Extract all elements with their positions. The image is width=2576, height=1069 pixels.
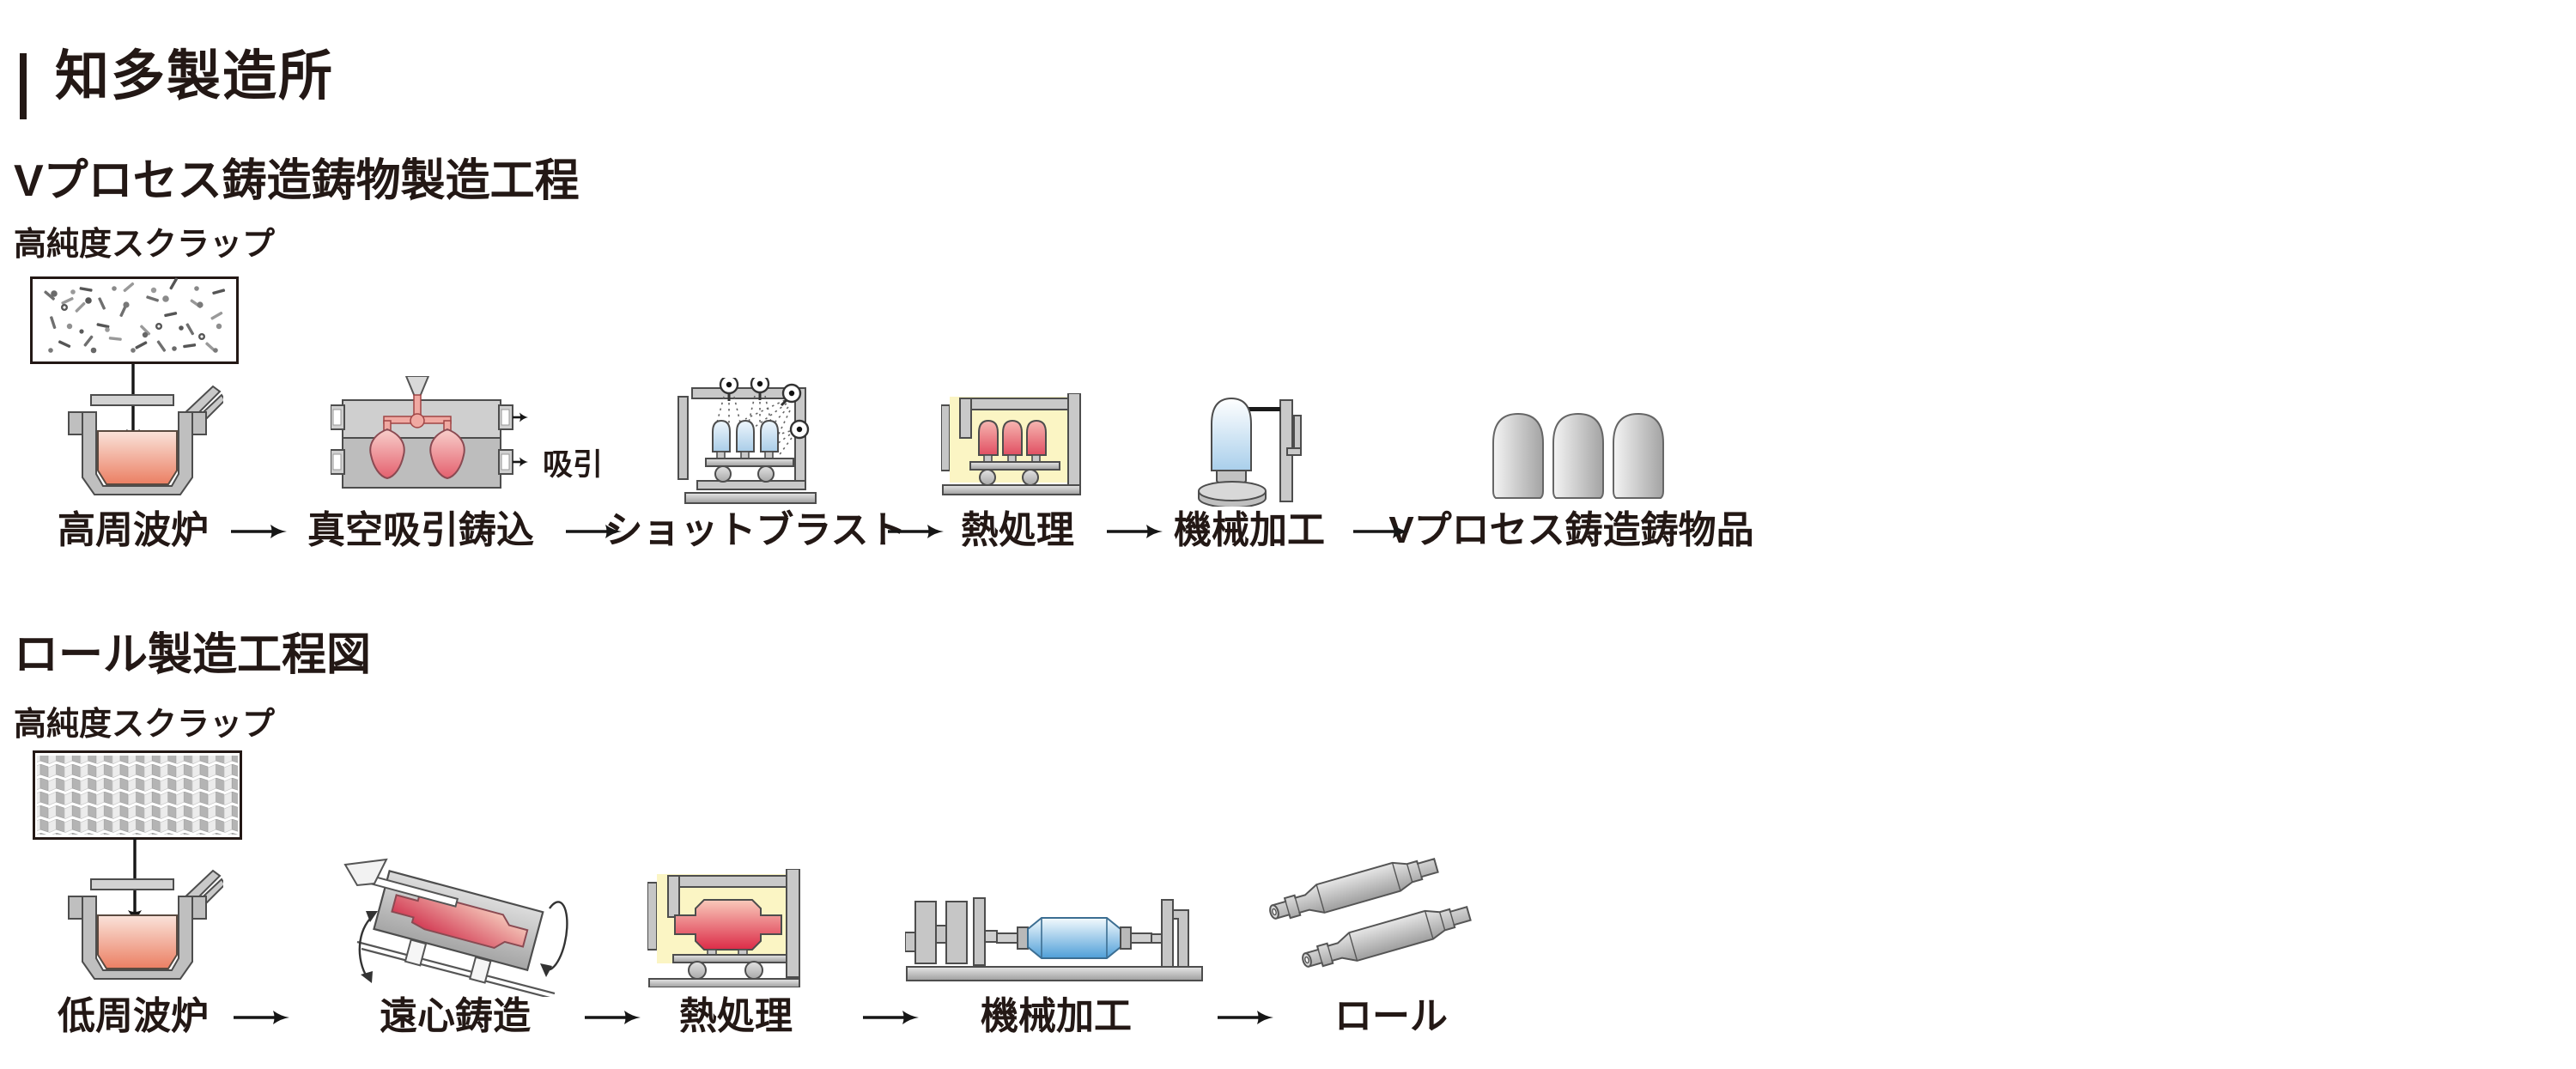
- roll-products-icon: [1269, 858, 1472, 968]
- centrifugal-casting-icon: [343, 858, 568, 997]
- cast-products-icon: [1492, 412, 1664, 499]
- step-label-heat-treatment-2: 熱処理: [679, 995, 793, 1037]
- rotation-arrow-icon: [540, 901, 568, 977]
- step-label-low-freq-furnace: 低周波炉: [58, 995, 209, 1037]
- heated-castings: [978, 419, 1047, 456]
- step-label-machining-1: 機械加工: [1174, 509, 1325, 551]
- pouring-funnel-icon: [343, 858, 388, 887]
- flow-arrow-right: [888, 525, 944, 538]
- scrap-pieces: [44, 277, 226, 354]
- roll-product: [1269, 858, 1439, 920]
- step-label-vacuum-casting: 真空吸引鋳込: [307, 509, 534, 551]
- roll-product: [1302, 906, 1472, 968]
- suction-annotation: 吸引: [543, 448, 604, 482]
- section-heading-vprocess: Vプロセス鋳造鋳物製造工程: [14, 156, 580, 206]
- tailstock: [1151, 899, 1189, 968]
- flow-arrow-right: [1353, 525, 1409, 538]
- title-accent-bar: [20, 53, 27, 119]
- step-label-cast-products: Vプロセス鋳造鋳物品: [1388, 509, 1754, 551]
- material-label-scrap-2: 高純度スクラップ: [14, 707, 276, 743]
- cutting-tool-icon: [1248, 407, 1280, 411]
- step-label-induction-furnace: 高周波炉: [58, 509, 209, 551]
- scrap-material-icon: [30, 276, 239, 364]
- workpiece: [1211, 397, 1252, 471]
- section-heading-roll: ロール製造工程図: [14, 630, 372, 680]
- suction-arrows: [513, 412, 528, 467]
- page-title: 知多製造所: [55, 46, 334, 106]
- flow-arrow-right: [585, 1011, 641, 1024]
- flow-arrow-right: [566, 525, 622, 538]
- induction-furnace-icon: [68, 869, 223, 980]
- vacuum-suction-casting-icon: [331, 376, 528, 489]
- step-label-machining-2: 機械加工: [981, 995, 1132, 1037]
- material-label-scrap-1: 高純度スクラップ: [14, 227, 276, 263]
- blasted-castings: [712, 419, 779, 453]
- blast-nozzles: [719, 378, 810, 440]
- induction-furnace-icon: [68, 385, 223, 495]
- lathe-machining-icon: [905, 897, 1203, 981]
- heated-roll: [674, 899, 782, 951]
- flow-arrow-right: [1218, 1011, 1273, 1024]
- flow-arrow-right: [234, 1011, 289, 1024]
- step-label-heat-treatment-1: 熱処理: [961, 509, 1074, 551]
- shot-blast-icon: [677, 378, 817, 504]
- flow-arrow-right: [231, 525, 287, 538]
- machining-icon: [1198, 397, 1302, 507]
- vacuum-ports: [331, 404, 513, 475]
- oscillation-arrow-icon: [358, 911, 378, 983]
- step-label-shot-blast: ショットブラスト: [605, 509, 907, 551]
- headstock: [905, 897, 998, 966]
- step-label-centrifugal: 遠心鋳造: [380, 995, 531, 1037]
- heat-treatment-furnace-icon: [647, 869, 800, 987]
- flow-arrow-right: [1107, 525, 1163, 538]
- step-label-roll-products: ロール: [1334, 995, 1448, 1037]
- ingot-material-icon: [33, 750, 242, 840]
- heat-treatment-furnace-icon: [941, 393, 1081, 495]
- flow-arrow-right: [863, 1011, 919, 1024]
